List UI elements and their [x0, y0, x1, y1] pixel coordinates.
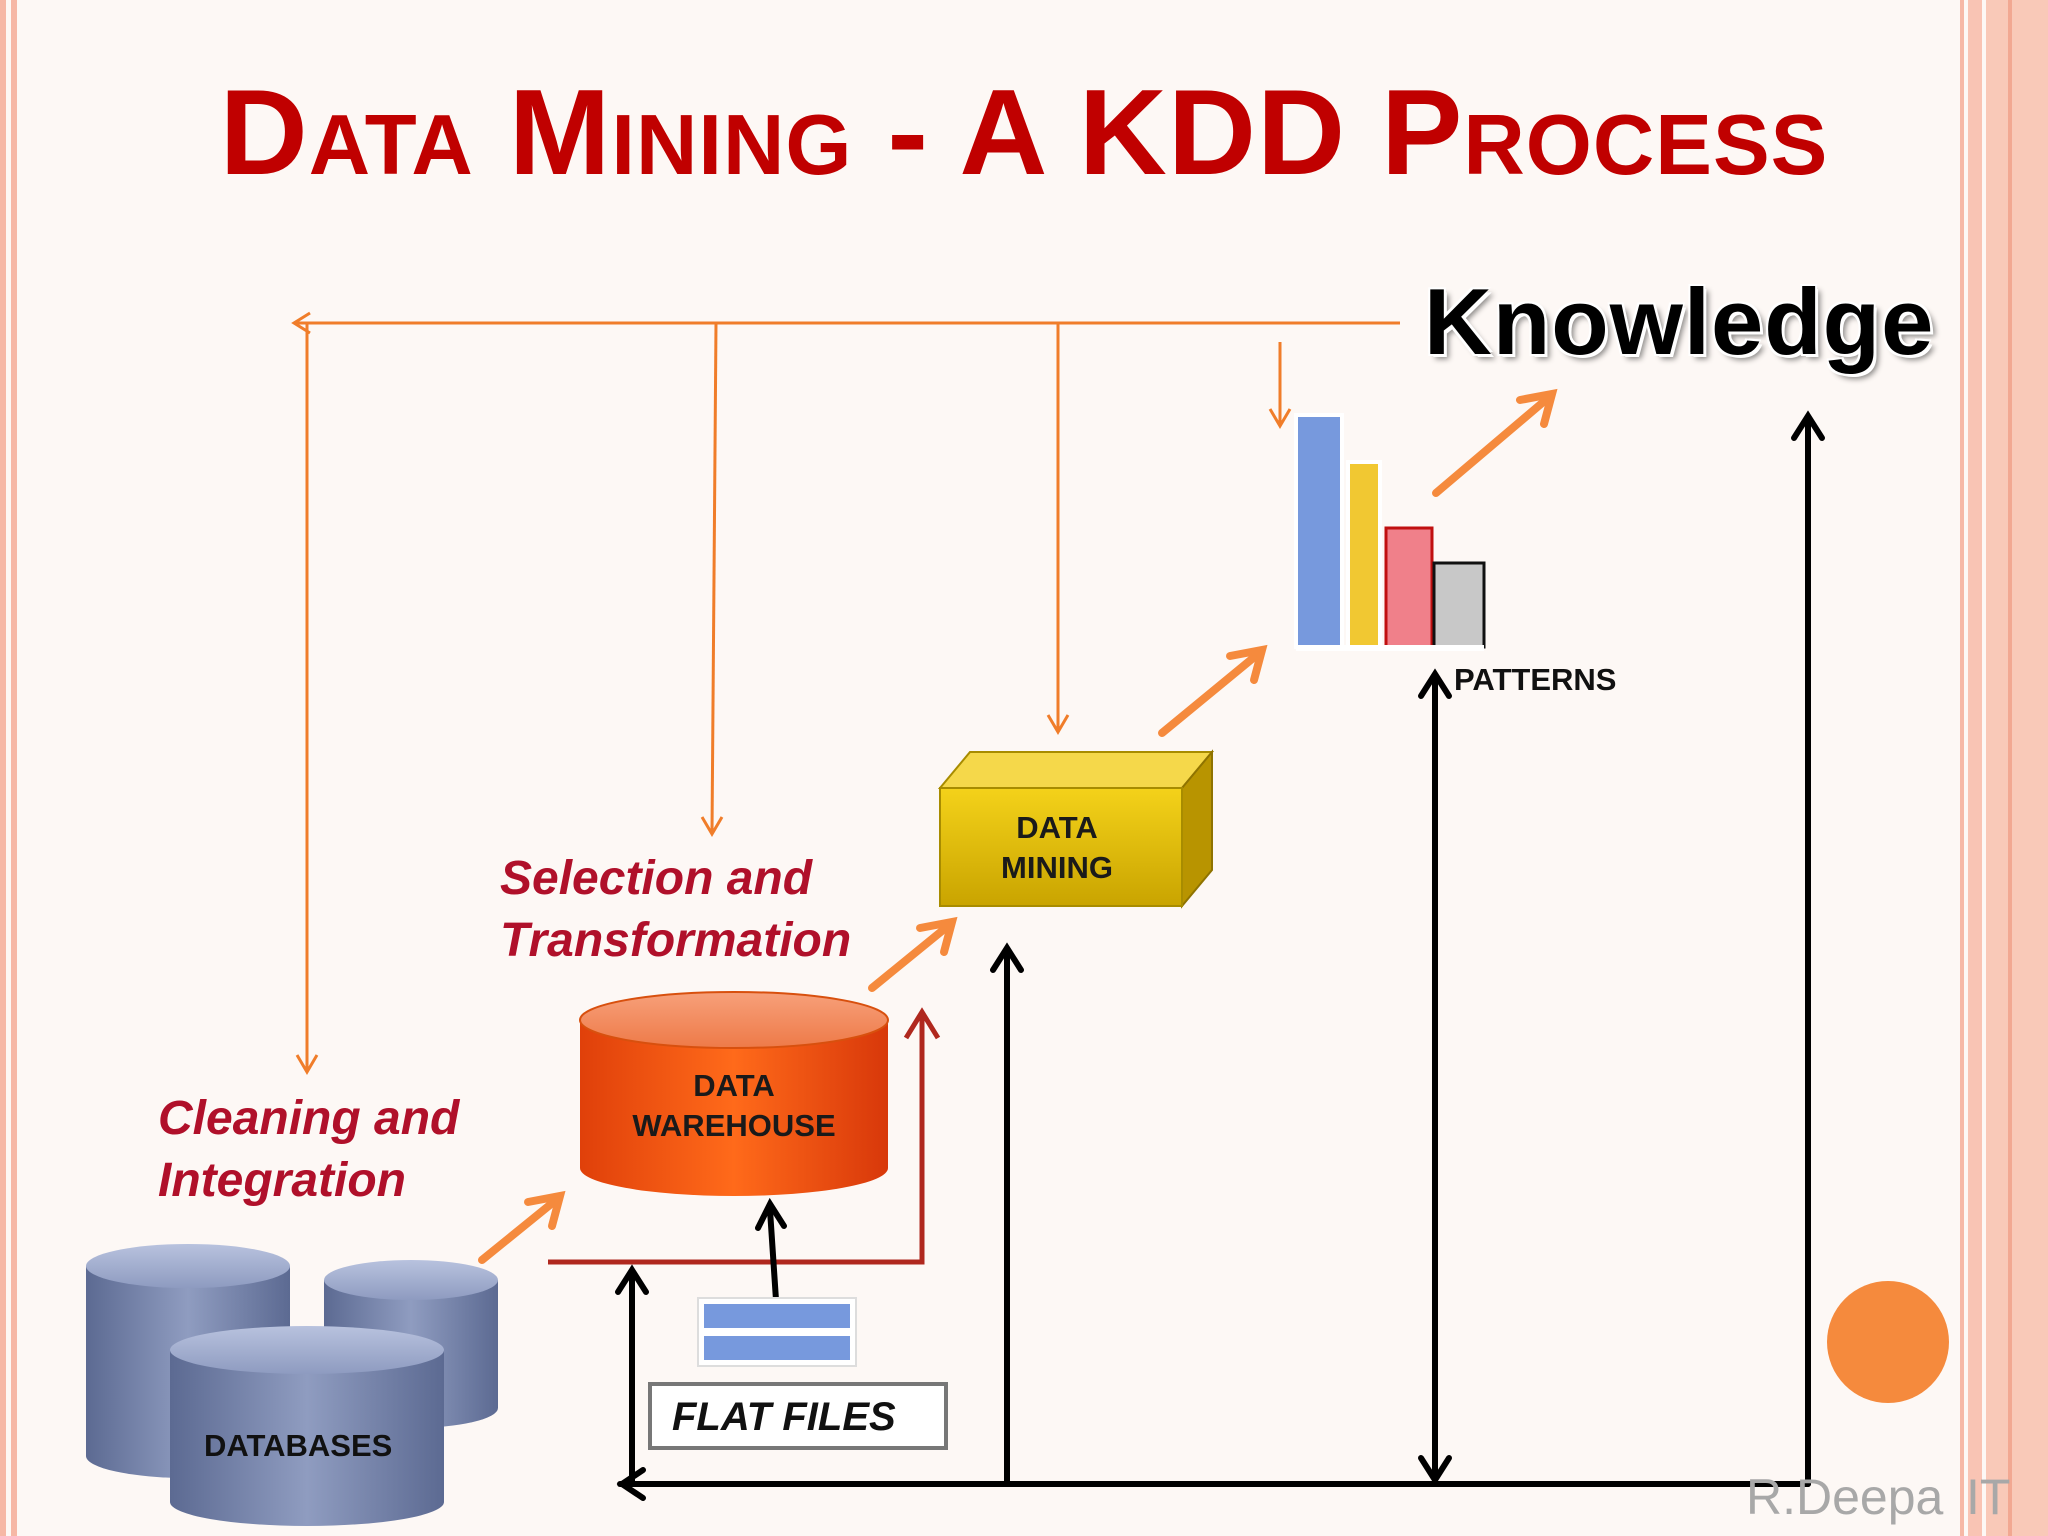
flat-files-connector — [548, 1007, 941, 1265]
arrow-mining-to-patterns — [1158, 644, 1268, 737]
patterns-chart — [1294, 413, 1486, 651]
dept-credit: IT — [1966, 1469, 2011, 1525]
left-border-stripes — [0, 0, 17, 1536]
data-mining-label-line1: DATA — [1016, 810, 1098, 845]
slide-title: Data Mining - A KDD Process — [219, 64, 1829, 200]
flat-files-stack — [697, 1297, 857, 1367]
db-cylinder-front — [170, 1326, 444, 1526]
arrow-databases-to-warehouse — [478, 1190, 566, 1264]
databases-label: DATABASES — [204, 1428, 393, 1463]
baseline-arrows — [615, 410, 1825, 1501]
data-warehouse-label-line2: WAREHOUSE — [632, 1108, 836, 1143]
selection-label-line1: Selection and — [500, 852, 813, 905]
flat-files-label: FLAT FILES — [672, 1395, 896, 1439]
data-mining-label: DATA MINING — [944, 808, 1170, 888]
feedback-arrows — [291, 311, 1400, 1075]
data-warehouse-cylinder — [579, 991, 889, 1196]
data-warehouse-label-line1: DATA — [693, 1068, 775, 1103]
cleaning-label-line1: Cleaning and — [158, 1092, 460, 1145]
arrow-patterns-to-knowledge — [1432, 388, 1558, 497]
data-mining-label-line2: MINING — [1001, 850, 1113, 885]
author-credit: R.Deepa — [1746, 1469, 1944, 1525]
flow-arrows — [478, 388, 1558, 1264]
data-warehouse-label: DATA WAREHOUSE — [594, 1066, 874, 1146]
cleaning-label-line2: Integration — [158, 1154, 406, 1207]
data-mining-box — [937, 749, 1215, 909]
selection-transformation-label: Selection and Transformation — [500, 848, 851, 972]
arrow-warehouse-to-mining — [868, 916, 958, 992]
flat-files-box: FLAT FILES — [648, 1382, 948, 1450]
patterns-label: PATTERNS — [1454, 662, 1617, 697]
decorative-circle — [1827, 1281, 1949, 1403]
selection-label-line2: Transformation — [500, 914, 852, 967]
cleaning-integration-label: Cleaning and Integration — [158, 1088, 459, 1212]
knowledge-label: Knowledge — [1424, 269, 1935, 374]
right-border-stripes — [1960, 0, 2048, 1536]
databases-cylinders — [86, 1244, 498, 1526]
